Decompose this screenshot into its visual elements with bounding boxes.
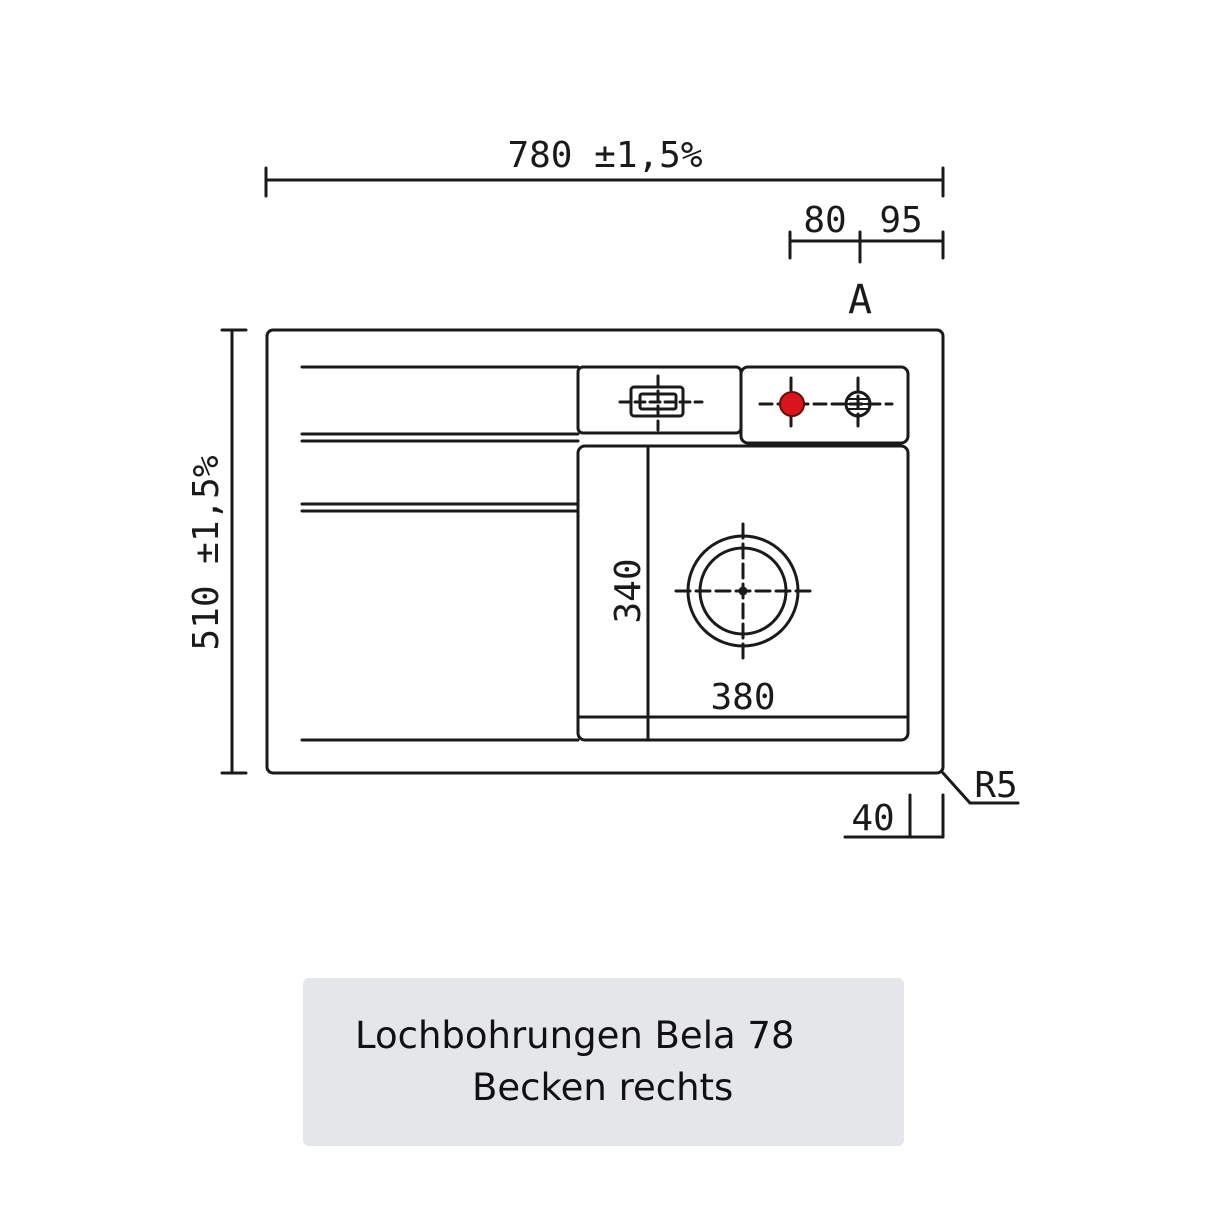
bowl-height-label: 340 xyxy=(608,558,649,623)
tap-right-offset-label: 95 xyxy=(879,200,922,241)
tap-hole-optional xyxy=(844,390,872,418)
width-dimension-line xyxy=(264,166,945,198)
corner-radius-label: R5 xyxy=(974,765,1017,806)
overflow-slot xyxy=(618,374,704,432)
tap-hole-marked xyxy=(779,391,805,417)
tap-marker-label: A xyxy=(848,277,872,323)
tap-deck xyxy=(739,365,910,445)
tap-left-offset-label: 80 xyxy=(803,200,846,241)
rim-dimension-line xyxy=(843,793,945,839)
rim-width-label: 40 xyxy=(851,798,894,839)
drainboard-grooves xyxy=(300,365,580,742)
height-dimension-line xyxy=(220,328,248,775)
height-label: 510 ±1,5% xyxy=(186,455,227,650)
sink-bowl xyxy=(576,444,910,742)
caption-box: Lochbohrungen Bela 78 Becken rechts xyxy=(303,978,904,1146)
bowl-width-label: 380 xyxy=(710,677,775,718)
drain-hole xyxy=(674,522,812,660)
width-label: 780 ±1,5% xyxy=(507,135,702,176)
tap-offset-dimension-line xyxy=(788,230,945,264)
radius-leader-line xyxy=(941,771,1020,805)
caption-subtitle: Becken rechts xyxy=(472,1066,734,1109)
caption-title: Lochbohrungen Bela 78 xyxy=(355,1014,795,1057)
sink-outline xyxy=(265,328,945,775)
